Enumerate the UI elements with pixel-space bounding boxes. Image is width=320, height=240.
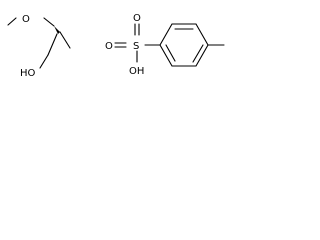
methoxypropanol-molecule: O HO — [7, 14, 71, 79]
atom-ether-oxygen: O — [22, 14, 30, 25]
atom-sulfonic-hydroxyl: OH — [129, 66, 144, 77]
chemical-structure-canvas: O HO S O O OH — [0, 0, 256, 88]
bond-oxygen-chiral-carbon — [43, 17, 55, 27]
ring-double-bond-left — [165, 44, 176, 62]
chemical-structure-drawing: O HO S O O OH — [7, 13, 225, 79]
atom-sulfur: S — [133, 41, 139, 52]
atom-oxo-left: O — [105, 41, 113, 52]
benzene-ring — [159, 23, 209, 67]
ring-double-bond-right — [192, 44, 204, 63]
bond-chiral-carbon-ch2 — [47, 33, 58, 56]
atom-left-hydroxyl: HO — [20, 68, 36, 79]
stereo-wedge — [54, 26, 60, 34]
bond-chiral-carbon-methyl — [59, 31, 71, 49]
bond-methyl-oxygen — [7, 17, 17, 26]
bond-ch2-hydroxyl — [39, 54, 49, 69]
atom-oxo-top: O — [133, 13, 141, 24]
toluenesulfonic-acid-molecule: S O O OH — [105, 13, 225, 77]
